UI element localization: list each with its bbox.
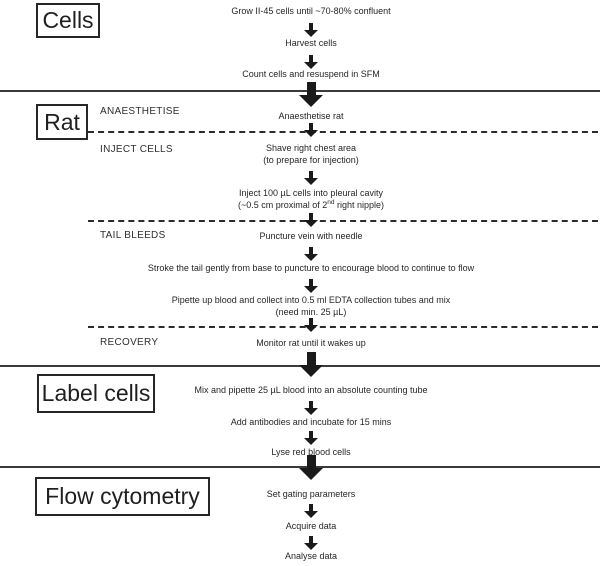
section-box-label-cells: Label cells	[37, 374, 155, 413]
flow-step-grow: Grow II-45 cells until ~70-80% confluent	[231, 6, 391, 16]
flow-step-mix: Mix and pipette 25 µL blood into an abso…	[194, 385, 428, 395]
dashed-phase-line-anaesthetise-inject	[88, 131, 598, 133]
flow-step-pipette-line2: (need min. 25 µL)	[275, 307, 347, 317]
flow-step-anaesthetise-rat: Anaesthetise rat	[278, 111, 344, 121]
section-divider-line-labelcells-flow	[0, 466, 600, 468]
superscript-nd: nd	[327, 199, 335, 206]
dashed-phase-line-inject-tailbleeds	[88, 220, 598, 222]
down-arrow-icon	[304, 279, 318, 293]
flow-step-puncture: Puncture vein with needle	[259, 231, 363, 241]
flow-step-inject-line1: Inject 100 µL cells into pleural cavity	[239, 188, 383, 198]
down-arrow-icon	[304, 247, 318, 261]
side-label-recovery: RECOVERY	[100, 337, 159, 348]
flow-step-shave-line2: (to prepare for injection)	[263, 155, 359, 165]
down-arrow-icon	[304, 23, 318, 37]
section-divider-line-cells-rat	[0, 90, 600, 92]
flow-step-analyse: Analyse data	[284, 551, 338, 561]
flow-step-gating: Set gating parameters	[266, 489, 356, 499]
down-arrow-icon	[304, 401, 318, 415]
flow-step-shave-line1: Shave right chest area	[265, 143, 357, 153]
side-label-anaesthetise: ANAESTHETISE	[100, 106, 180, 117]
section-title-label-cells: Label cells	[41, 380, 151, 406]
flow-step-inject-line2: (~0.5 cm proximal of 2nd right nipple)	[237, 199, 385, 210]
down-arrow-icon	[304, 431, 318, 445]
big-down-arrow-icon	[299, 352, 323, 377]
down-arrow-icon	[304, 536, 318, 550]
flow-step-pipette: Pipette up blood and collect into 0.5 ml…	[22, 294, 600, 318]
flow-step-lyse: Lyse red blood cells	[271, 447, 351, 457]
side-label-inject-cells: INJECT CELLS	[100, 144, 173, 155]
section-box-rat: Rat	[36, 104, 88, 140]
flow-step-stroke: Stroke the tail gently from base to punc…	[147, 263, 475, 273]
down-arrow-icon	[304, 55, 318, 69]
flow-step-count: Count cells and resuspend in SFM	[242, 69, 380, 79]
dashed-phase-line-tailbleeds-recovery	[88, 326, 598, 328]
down-arrow-icon	[304, 318, 318, 332]
section-title-cells: Cells	[42, 7, 94, 33]
down-arrow-icon	[304, 171, 318, 185]
flow-step-inject: Inject 100 µL cells into pleural cavity …	[22, 187, 600, 211]
flow-step-shave: Shave right chest area (to prepare for i…	[22, 142, 600, 166]
flow-step-monitor: Monitor rat until it wakes up	[256, 338, 366, 348]
section-title-rat: Rat	[44, 108, 80, 135]
flow-step-acquire: Acquire data	[285, 521, 337, 531]
flow-step-antibodies: Add antibodies and incubate for 15 mins	[230, 417, 392, 427]
section-box-cells: Cells	[36, 3, 100, 38]
flow-step-harvest: Harvest cells	[285, 38, 337, 48]
big-down-arrow-icon	[299, 455, 323, 480]
section-box-flow-cytometry: Flow cytometry	[35, 477, 210, 516]
big-down-arrow-icon	[299, 82, 323, 107]
down-arrow-icon	[304, 213, 318, 227]
section-title-flow-cytometry: Flow cytometry	[45, 483, 200, 509]
down-arrow-icon	[304, 504, 318, 518]
side-label-tail-bleeds: TAIL BLEEDS	[100, 230, 166, 241]
down-arrow-icon	[304, 123, 318, 137]
flow-step-pipette-line1: Pipette up blood and collect into 0.5 ml…	[171, 295, 451, 305]
